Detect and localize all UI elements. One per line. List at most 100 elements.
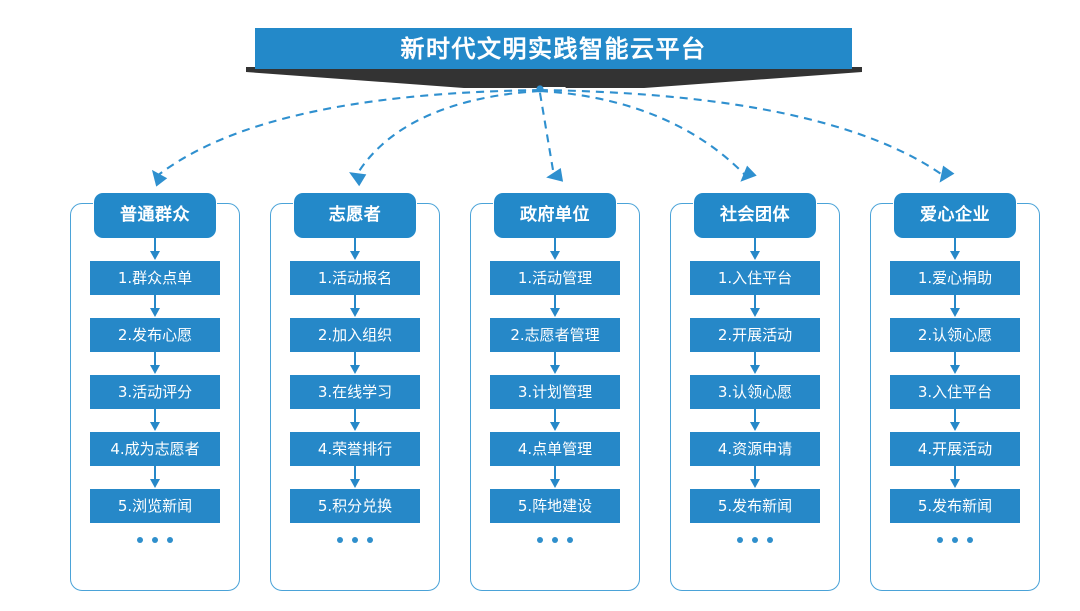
- column-header-0[interactable]: 普通群众: [94, 193, 216, 238]
- column-header-3[interactable]: 社会团体: [694, 193, 816, 238]
- step-item[interactable]: 3.活动评分: [90, 375, 220, 409]
- step-label: 5.发布新闻: [917, 496, 993, 515]
- step-item[interactable]: 5.浏览新闻: [90, 489, 220, 523]
- role-column-aiXinQiYe: 爱心企业 1.爱心捐助 2.认领心愿 3.入住平台 4.开展活动 5.发布新闻: [870, 193, 1040, 591]
- step-label: 2.开展活动: [717, 325, 793, 344]
- step-label: 1.群众点单: [117, 268, 193, 287]
- arrow-down-icon: [948, 295, 962, 318]
- step-label: 2.志愿者管理: [510, 325, 600, 344]
- step-item[interactable]: 4.开展活动: [890, 432, 1020, 466]
- step-item[interactable]: 2.加入组织: [290, 318, 420, 352]
- arrow-down-icon: [948, 409, 962, 432]
- step-label: 5.积分兑换: [317, 496, 393, 515]
- arrow-down-icon: [948, 352, 962, 375]
- arrow-down-icon: [148, 409, 162, 432]
- arrow-down-icon: [148, 466, 162, 489]
- arrow-down-icon: [948, 466, 962, 489]
- arrow-down-icon: [748, 352, 762, 375]
- step-label: 3.入住平台: [917, 382, 993, 401]
- column-header-label: 普通群众: [120, 205, 190, 225]
- step-label: 1.活动报名: [317, 268, 393, 287]
- arrow-down-icon: [348, 238, 362, 261]
- column-header-1[interactable]: 志愿者: [294, 193, 416, 238]
- role-column-sheHuiTuanTi: 社会团体 1.入住平台 2.开展活动 3.认领心愿 4.资源申请 5.发布新闻: [670, 193, 840, 591]
- step-item[interactable]: 4.点单管理: [490, 432, 620, 466]
- arrow-down-icon: [748, 295, 762, 318]
- arrow-down-icon: [148, 238, 162, 261]
- banner-bar: 新时代文明实践智能云平台: [255, 28, 852, 69]
- step-item[interactable]: 3.认领心愿: [690, 375, 820, 409]
- step-item[interactable]: 4.资源申请: [690, 432, 820, 466]
- column-header-label: 社会团体: [720, 205, 790, 225]
- platform-title-banner: 新时代文明实践智能云平台: [246, 26, 862, 88]
- arrow-down-icon: [748, 466, 762, 489]
- step-item[interactable]: 3.计划管理: [490, 375, 620, 409]
- arrow-down-icon: [548, 466, 562, 489]
- step-label: 4.开展活动: [917, 439, 993, 458]
- banner-shadow-ribbon: [246, 67, 862, 88]
- step-label: 4.资源申请: [717, 439, 793, 458]
- arrow-down-icon: [348, 295, 362, 318]
- step-label: 2.发布心愿: [117, 325, 193, 344]
- step-label: 4.荣誉排行: [317, 439, 393, 458]
- column-body-4: 1.爱心捐助 2.认领心愿 3.入住平台 4.开展活动 5.发布新闻: [871, 238, 1039, 543]
- arrow-down-icon: [348, 352, 362, 375]
- more-ellipsis: [737, 537, 773, 543]
- column-body-1: 1.活动报名 2.加入组织 3.在线学习 4.荣誉排行 5.积分兑换: [271, 238, 439, 543]
- step-item[interactable]: 1.活动管理: [490, 261, 620, 295]
- step-item[interactable]: 5.阵地建设: [490, 489, 620, 523]
- step-item[interactable]: 2.开展活动: [690, 318, 820, 352]
- role-column-puTongQunZhong: 普通群众 1.群众点单 2.发布心愿 3.活动评分 4.成为志愿者 5.浏览新闻: [70, 193, 240, 591]
- more-ellipsis: [137, 537, 173, 543]
- step-item[interactable]: 1.入住平台: [690, 261, 820, 295]
- step-item[interactable]: 2.志愿者管理: [490, 318, 620, 352]
- step-label: 4.点单管理: [517, 439, 593, 458]
- column-body-3: 1.入住平台 2.开展活动 3.认领心愿 4.资源申请 5.发布新闻: [671, 238, 839, 543]
- arrow-down-icon: [348, 409, 362, 432]
- column-header-label: 志愿者: [328, 205, 382, 225]
- step-item[interactable]: 2.认领心愿: [890, 318, 1020, 352]
- column-header-4[interactable]: 爱心企业: [894, 193, 1016, 238]
- arrow-down-icon: [548, 295, 562, 318]
- step-item[interactable]: 1.群众点单: [90, 261, 220, 295]
- more-ellipsis: [937, 537, 973, 543]
- step-item[interactable]: 3.在线学习: [290, 375, 420, 409]
- more-ellipsis: [337, 537, 373, 543]
- step-label: 1.爱心捐助: [917, 268, 993, 287]
- arrow-down-icon: [348, 466, 362, 489]
- step-label: 5.浏览新闻: [117, 496, 193, 515]
- column-body-2: 1.活动管理 2.志愿者管理 3.计划管理 4.点单管理 5.阵地建设: [471, 238, 639, 543]
- step-label: 1.入住平台: [717, 268, 793, 287]
- column-header-label: 政府单位: [520, 205, 590, 225]
- step-item[interactable]: 5.积分兑换: [290, 489, 420, 523]
- step-label: 4.成为志愿者: [110, 439, 200, 458]
- column-body-0: 1.群众点单 2.发布心愿 3.活动评分 4.成为志愿者 5.浏览新闻: [71, 238, 239, 543]
- step-item[interactable]: 1.爱心捐助: [890, 261, 1020, 295]
- page-title: 新时代文明实践智能云平台: [400, 34, 707, 63]
- role-column-zhiYuanZhe: 志愿者 1.活动报名 2.加入组织 3.在线学习 4.荣誉排行 5.积分兑换: [270, 193, 440, 591]
- arrow-down-icon: [548, 352, 562, 375]
- step-label: 3.认领心愿: [717, 382, 793, 401]
- column-header-label: 爱心企业: [920, 205, 990, 225]
- arrow-down-icon: [948, 238, 962, 261]
- step-label: 2.加入组织: [317, 325, 393, 344]
- step-label: 2.认领心愿: [917, 325, 993, 344]
- role-column-zhengFuDanWei: 政府单位 1.活动管理 2.志愿者管理 3.计划管理 4.点单管理 5.阵地建设: [470, 193, 640, 591]
- arrow-down-icon: [148, 352, 162, 375]
- step-item[interactable]: 5.发布新闻: [690, 489, 820, 523]
- step-item[interactable]: 2.发布心愿: [90, 318, 220, 352]
- step-label: 1.活动管理: [517, 268, 593, 287]
- step-item[interactable]: 3.入住平台: [890, 375, 1020, 409]
- step-label: 3.活动评分: [117, 382, 193, 401]
- step-item[interactable]: 1.活动报名: [290, 261, 420, 295]
- arrow-down-icon: [148, 295, 162, 318]
- arrow-down-icon: [548, 409, 562, 432]
- step-item[interactable]: 4.荣誉排行: [290, 432, 420, 466]
- step-label: 5.发布新闻: [717, 496, 793, 515]
- step-item[interactable]: 4.成为志愿者: [90, 432, 220, 466]
- step-item[interactable]: 5.发布新闻: [890, 489, 1020, 523]
- arrow-down-icon: [748, 238, 762, 261]
- column-header-2[interactable]: 政府单位: [494, 193, 616, 238]
